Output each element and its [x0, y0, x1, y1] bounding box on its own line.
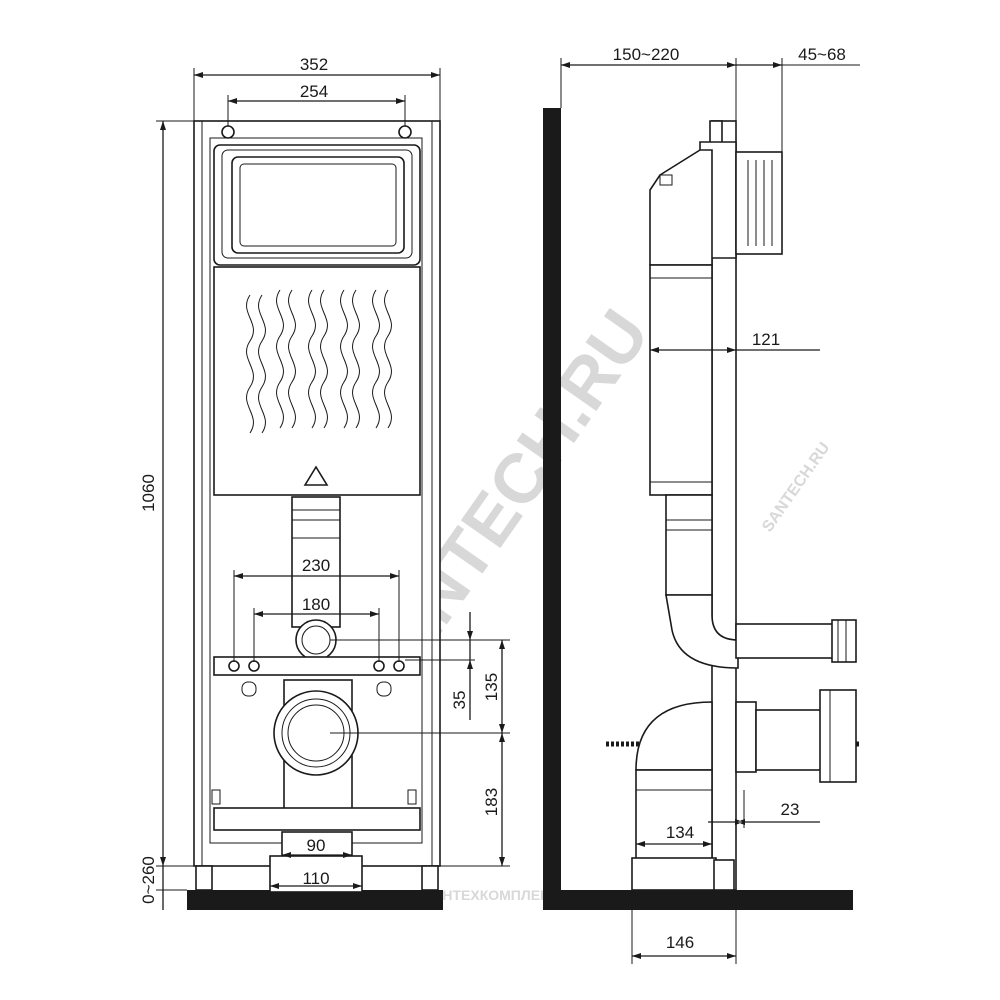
- watermark-bottom: САНТЕХКОМПЛЕКТ: [423, 887, 558, 903]
- dim-anchor-spacing-outer: 230: [302, 556, 330, 575]
- side-view: 150~220 45~68 121 23 134 146: [543, 45, 860, 964]
- front-cistern: [213, 266, 421, 496]
- front-mount-hole-left: [221, 125, 235, 139]
- front-anchor-bolt-1: [228, 660, 240, 672]
- dim-anchor-spacing-inner: 180: [302, 595, 330, 614]
- side-drain-pipe: [635, 769, 713, 861]
- dim-leg-adjustment: 0~260: [139, 856, 158, 904]
- side-drain-flange: [819, 689, 857, 783]
- side-wall: [543, 108, 561, 910]
- dim-overall-width: 352: [300, 55, 328, 74]
- front-cistern-pattern: [246, 289, 392, 434]
- side-floor: [543, 890, 853, 910]
- dim-anchor-to-drain: 135: [482, 673, 501, 701]
- front-flush-window: [231, 156, 405, 254]
- front-floor: [187, 890, 443, 910]
- side-flush-pipe: [665, 494, 713, 596]
- side-cistern: [649, 264, 713, 496]
- front-anchor-bolt-3: [373, 660, 385, 672]
- dim-drain-support-inner: 90: [307, 836, 326, 855]
- side-cistern-top: [649, 149, 713, 266]
- side-drain-outlet: [735, 701, 757, 773]
- dim-base-depth: 146: [666, 933, 694, 952]
- dim-drain-height: 183: [482, 788, 501, 816]
- dim-overall-height: 1060: [139, 474, 158, 512]
- front-leg-right: [421, 865, 439, 891]
- side-flush-plate: [735, 151, 783, 255]
- front-leg-left: [195, 865, 213, 891]
- front-flush-pipe: [291, 496, 341, 628]
- dim-mount-hole-spacing: 254: [300, 82, 328, 101]
- watermark-small: SANTECH.RU: [759, 440, 833, 536]
- dim-flush-pipe-to-anchor: 35: [450, 691, 469, 710]
- front-anchor-bar: [213, 656, 421, 676]
- front-anchor-bolt-4: [393, 660, 405, 672]
- side-drain-elbow: [635, 701, 713, 771]
- dim-wall-to-frame: 150~220: [613, 45, 680, 64]
- dim-drain-offset: 23: [781, 800, 800, 819]
- front-mount-hole-right: [398, 125, 412, 139]
- dim-drain-pipe-offset: 134: [666, 823, 694, 842]
- side-flush-elbow: [665, 594, 739, 669]
- side-flush-outlet-pipe: [735, 623, 837, 659]
- front-logo-icon: [303, 465, 329, 486]
- front-anchor-bolt-2: [248, 660, 260, 672]
- front-view: 352 254 1060 0~260 230 180: [139, 55, 510, 910]
- dim-flush-plate-depth: 45~68: [798, 45, 846, 64]
- dim-drain-support-outer: 110: [302, 869, 329, 888]
- dim-cistern-depth: 121: [752, 330, 780, 349]
